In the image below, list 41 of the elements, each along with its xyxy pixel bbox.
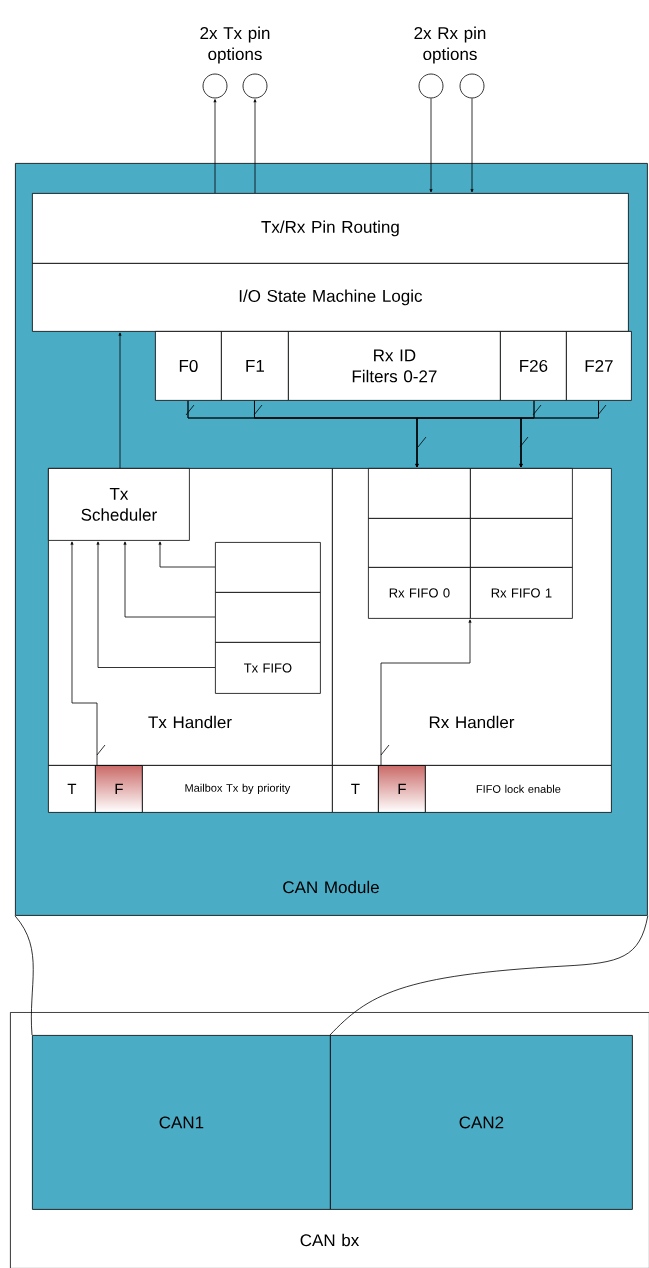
pin-circle <box>459 73 485 99</box>
fifo-slot <box>470 518 573 568</box>
arrow <box>123 541 216 618</box>
block-box: Tx Scheduler <box>48 468 190 541</box>
controller-box: CAN2 <box>330 1035 633 1210</box>
arrow <box>118 332 122 469</box>
controller-box: CAN1 <box>32 1035 331 1210</box>
filter-cell: F27 <box>566 331 632 401</box>
option-cell: FIFO lock enable <box>425 765 612 813</box>
flag-cell: F <box>95 765 143 813</box>
connector-line <box>14 915 34 1036</box>
arrow <box>213 99 217 194</box>
fifo-slot <box>368 518 471 568</box>
connector-line <box>329 915 649 1036</box>
fifo-slot <box>470 468 573 519</box>
fifo-slot <box>215 592 321 643</box>
arrow <box>96 541 216 668</box>
pin-circle <box>242 73 268 99</box>
arrow <box>158 541 216 568</box>
block-box: Tx/Rx Pin Routing <box>32 193 629 264</box>
arrow <box>519 400 599 468</box>
pin-label: 2x Tx pin options <box>200 26 270 64</box>
flag-cell: F <box>378 765 426 813</box>
filter-cell: F1 <box>221 331 289 401</box>
flag-cell: T <box>332 765 379 813</box>
fifo-slot <box>368 468 471 519</box>
pin-label: 2x Rx pin options <box>414 26 486 64</box>
arrow <box>429 98 433 193</box>
arrow <box>70 541 98 766</box>
fifo-slot <box>215 542 321 593</box>
pin-circle <box>418 73 444 99</box>
flag-cell: T <box>48 765 96 813</box>
filter-cell: F26 <box>500 331 567 401</box>
arrow <box>470 98 474 193</box>
arrow <box>253 99 257 194</box>
block-box: Rx FIFO 0 <box>368 567 471 619</box>
block-box: Tx FIFO <box>215 642 321 694</box>
arrow <box>380 619 472 766</box>
block-box: Rx FIFO 1 <box>470 567 573 619</box>
pin-circle <box>202 73 228 99</box>
filter-cell: F0 <box>155 331 222 401</box>
